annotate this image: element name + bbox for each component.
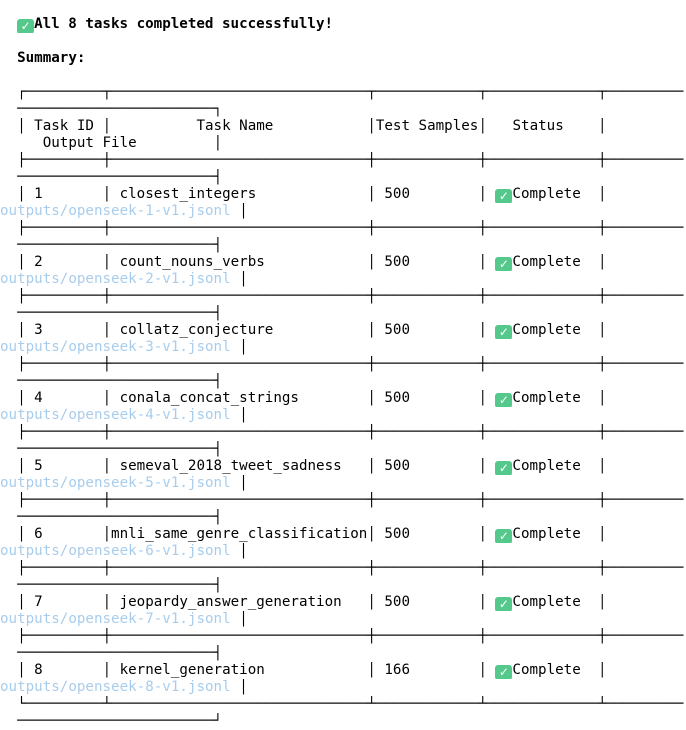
table-row-wrap: outputs/openseek-1-v1.jsonl │: [0, 203, 248, 219]
output-file-path: outputs/openseek-7-v1.jsonl: [0, 611, 231, 627]
check-icon: ✓: [495, 189, 513, 203]
table-separator-wrap: ───────────────────────┤: [0, 169, 223, 185]
table-separator: ├─────────┼─────────────────────────────…: [0, 424, 684, 440]
summary-heading: Summary:: [0, 50, 686, 67]
output-file-path: outputs/openseek-1-v1.jsonl: [0, 203, 231, 219]
table-bottom-border-wrap: ───────────────────────┘: [0, 713, 223, 729]
table-row: │ 2 │ count_nouns_verbs │ 500 │ ✓Complet…: [0, 254, 607, 271]
table-row-wrap: outputs/openseek-8-v1.jsonl │: [0, 679, 248, 695]
check-icon: ✓: [495, 257, 513, 271]
table-header-row-wrap: Output File │: [0, 135, 223, 151]
table-separator: ├─────────┼─────────────────────────────…: [0, 560, 684, 576]
table-separator-wrap: ───────────────────────┤: [0, 373, 223, 389]
check-icon: ✓: [495, 393, 513, 407]
completion-message: ✓All 8 tasks completed successfully!: [0, 16, 686, 33]
table-separator-wrap: ───────────────────────┤: [0, 305, 223, 321]
summary-label: Summary:: [17, 50, 86, 66]
table-row: │ 5 │ semeval_2018_tweet_sadness │ 500 │…: [0, 458, 607, 475]
check-icon: ✓: [495, 665, 513, 679]
table-separator: ├─────────┼─────────────────────────────…: [0, 152, 684, 168]
indent: [0, 50, 17, 66]
table-row: │ 1 │ closest_integers │ 500 │ ✓Complete…: [0, 186, 607, 203]
table-row-wrap: outputs/openseek-2-v1.jsonl │: [0, 271, 248, 287]
table-row-wrap: outputs/openseek-6-v1.jsonl │: [0, 543, 248, 559]
summary-table: ┌─────────┬─────────────────────────────…: [0, 84, 686, 730]
check-icon: ✓: [495, 325, 513, 339]
table-header-row: │ Task ID │ Task Name │Test Samples│ Sta…: [0, 118, 607, 134]
output-file-path: outputs/openseek-2-v1.jsonl: [0, 271, 231, 287]
output-file-path: outputs/openseek-4-v1.jsonl: [0, 407, 231, 423]
completion-message-text: All 8 tasks completed successfully!: [34, 16, 334, 32]
blank-line: [0, 33, 686, 50]
table-row: │ 4 │ conala_concat_strings │ 500 │ ✓Com…: [0, 390, 607, 407]
table-separator: ├─────────┼─────────────────────────────…: [0, 220, 684, 236]
table-row: │ 3 │ collatz_conjecture │ 500 │ ✓Comple…: [0, 322, 607, 339]
table-top-border: ┌─────────┬─────────────────────────────…: [0, 84, 684, 100]
check-icon: ✓: [495, 529, 513, 543]
table-row-wrap: outputs/openseek-3-v1.jsonl │: [0, 339, 248, 355]
table-row-wrap: outputs/openseek-7-v1.jsonl │: [0, 611, 248, 627]
check-icon: ✓: [495, 597, 513, 611]
table-bottom-border: └─────────┴─────────────────────────────…: [0, 696, 684, 712]
table-row: │ 6 │mnli_same_genre_classification│ 500…: [0, 526, 607, 543]
terminal-output: ✓All 8 tasks completed successfully! Sum…: [0, 16, 686, 730]
table-separator-wrap: ───────────────────────┤: [0, 509, 223, 525]
table-separator-wrap: ───────────────────────┤: [0, 237, 223, 253]
table-separator: ├─────────┼─────────────────────────────…: [0, 288, 684, 304]
output-file-path: outputs/openseek-3-v1.jsonl: [0, 339, 231, 355]
check-icon: ✓: [17, 19, 35, 33]
indent: [0, 16, 17, 32]
table-separator-wrap: ───────────────────────┤: [0, 577, 223, 593]
table-separator: ├─────────┼─────────────────────────────…: [0, 492, 684, 508]
table-row: │ 8 │ kernel_generation │ 166 │ ✓Complet…: [0, 662, 607, 679]
table-row-wrap: outputs/openseek-4-v1.jsonl │: [0, 407, 248, 423]
output-file-path: outputs/openseek-5-v1.jsonl: [0, 475, 231, 491]
table-separator-wrap: ───────────────────────┤: [0, 441, 223, 457]
table-row: │ 7 │ jeopardy_answer_generation │ 500 │…: [0, 594, 607, 611]
table-separator: ├─────────┼─────────────────────────────…: [0, 356, 684, 372]
table-top-border-wrap: ───────────────────────┐: [0, 101, 223, 117]
blank-line: [0, 67, 686, 84]
table-row-wrap: outputs/openseek-5-v1.jsonl │: [0, 475, 248, 491]
output-file-path: outputs/openseek-6-v1.jsonl: [0, 543, 231, 559]
check-icon: ✓: [495, 461, 513, 475]
output-file-path: outputs/openseek-8-v1.jsonl: [0, 679, 231, 695]
table-separator: ├─────────┼─────────────────────────────…: [0, 628, 684, 644]
table-separator-wrap: ───────────────────────┤: [0, 645, 223, 661]
